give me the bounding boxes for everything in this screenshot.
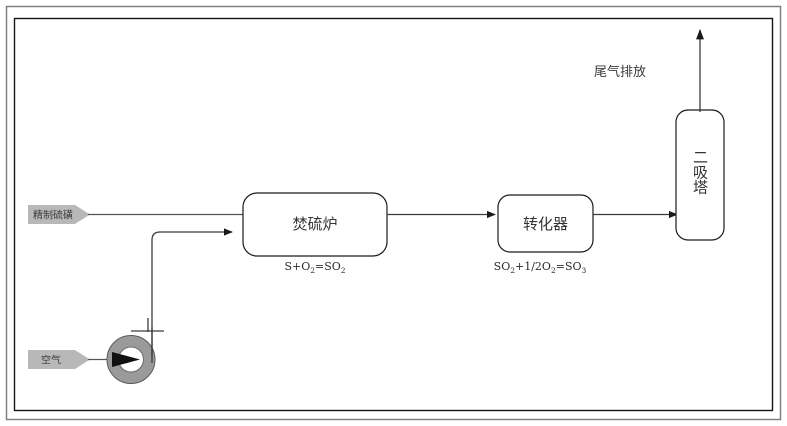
sulfur-furnace-body[interactable] — [242, 192, 388, 257]
converter-label: 转化器 — [523, 215, 568, 233]
frame-outer-border — [5, 5, 782, 421]
stream-tag-air-label: 空气 — [41, 354, 61, 367]
formula-part: SO — [494, 260, 511, 273]
air-blower — [106, 318, 164, 384]
tag-pennant-shape — [28, 205, 90, 224]
stream-tag-sulfur-label: 精制硫磺 — [33, 209, 73, 222]
blower-impeller-icon — [112, 352, 140, 367]
tag-pennant-shape-air — [28, 350, 90, 369]
sulfur-furnace-formula: S+O2=SO2 — [284, 260, 345, 275]
tail-gas-label: 尾气排放 — [594, 64, 646, 80]
stream-tag-sulfur-feed: 精制硫磺 — [28, 205, 90, 224]
formula-sub: 2 — [310, 266, 315, 275]
converter-formula: SO2+1/2O2=SO3 — [494, 260, 587, 275]
formula-part: +1/2O — [515, 260, 551, 273]
sulfur-furnace-label: 焚硫炉 — [292, 215, 337, 233]
formula-sub: 2 — [551, 266, 556, 275]
frame-inner-border — [13, 17, 774, 412]
converter-body[interactable] — [497, 194, 594, 253]
stream-tag-air-feed: 空气 — [28, 350, 90, 369]
unit-converter[interactable]: 转化器 — [497, 194, 594, 253]
formula-part: =SO — [556, 260, 582, 273]
formula-part: =SO — [315, 260, 341, 273]
formula-sub: 3 — [582, 266, 587, 275]
absorption-tower-label: 二吸塔 — [691, 150, 709, 195]
formula-part: S+O — [284, 260, 310, 273]
formula-sub: 2 — [510, 266, 515, 275]
pipe-air-to-furnace — [151, 228, 233, 356]
unit-sulfur-furnace[interactable]: 焚硫炉 — [242, 192, 388, 257]
unit-absorption-tower[interactable]: 二吸塔 — [675, 109, 725, 241]
formula-sub: 2 — [341, 266, 346, 275]
